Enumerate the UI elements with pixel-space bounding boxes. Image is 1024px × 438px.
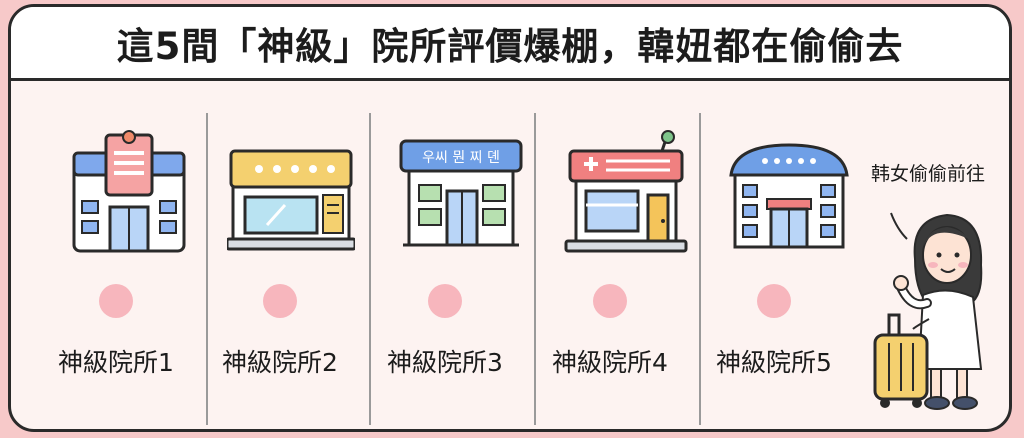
- header-bar: 這5間「神級」院所評價爆棚，韓妞都在偷偷去: [11, 7, 1009, 81]
- clinic-3-label: 神級院所3: [387, 348, 503, 377]
- clinic-2-building-icon: [216, 129, 366, 257]
- marker-dot: [99, 284, 133, 318]
- page-title: 這5間「神級」院所評價爆棚，韓妞都在偷偷去: [116, 24, 904, 68]
- marker-dot: [428, 284, 462, 318]
- marker-dot: [757, 284, 791, 318]
- clinic-2-label: 神級院所2: [222, 348, 338, 377]
- marker-dot: [593, 284, 627, 318]
- clinic-4-building-icon: [551, 129, 701, 257]
- column-divider: [369, 113, 371, 425]
- infographic-card: 這5間「神級」院所評價爆棚，韓妞都在偷偷去: [8, 4, 1012, 432]
- clinic-1-label: 神級院所1: [58, 348, 174, 377]
- clinic-3-sign-text: 우씨 뭔 찌 뎬: [422, 150, 500, 166]
- clinic-5-building-icon: [714, 129, 864, 257]
- traveler-woman-icon: [873, 212, 983, 410]
- traveler-caption: 韩女偷偷前往: [871, 163, 986, 185]
- clinic-1-building-icon: [54, 129, 204, 257]
- marker-dot: [263, 284, 297, 318]
- clinic-4-label: 神級院所4: [552, 348, 668, 377]
- clinic-3-building-icon: 우씨 뭔 찌 뎬: [386, 129, 536, 257]
- column-divider: [534, 113, 536, 425]
- clinic-5-label: 神級院所5: [716, 348, 832, 377]
- column-divider: [699, 113, 701, 425]
- column-divider: [206, 113, 208, 425]
